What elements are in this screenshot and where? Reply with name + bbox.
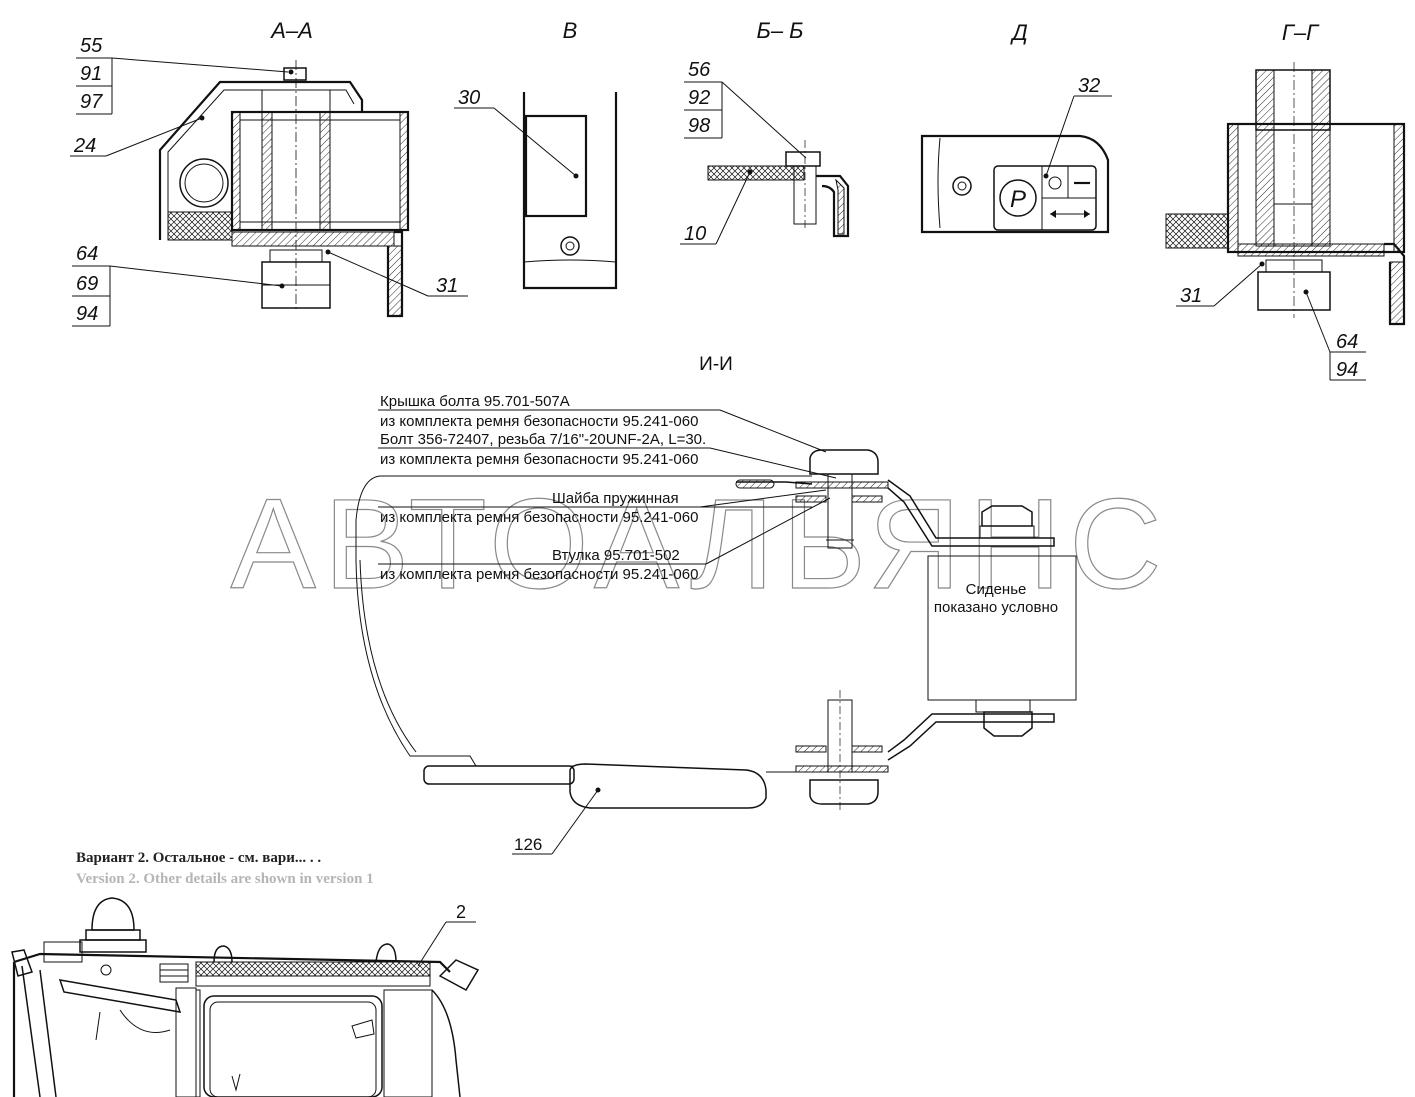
svg-text:Болт 356-72407, резьба 7/16"-: Болт 356-72407, резьба 7/16"-20UNF-2A, L… bbox=[380, 431, 706, 448]
section-i-i: И-И Крышка болта 95.701-507А из комплект… bbox=[355, 354, 1077, 855]
a-a-callout-55-91-97: 55 91 97 bbox=[76, 35, 289, 115]
svg-text:92: 92 bbox=[688, 87, 710, 109]
svg-text:69: 69 bbox=[76, 273, 98, 295]
view-d: Д P 32 bbox=[920, 20, 1112, 234]
g-g-callout-31: 31 bbox=[1176, 263, 1263, 307]
section-a-a: А–А bbox=[70, 18, 468, 327]
cab-callout-2: 2 bbox=[417, 902, 476, 967]
note-washer: Шайба пружинная из комплекта ремня безоп… bbox=[378, 489, 827, 526]
a-a-callout-24: 24 bbox=[70, 115, 205, 157]
svg-text:P: P bbox=[1010, 186, 1026, 213]
view-v-title: В bbox=[563, 18, 578, 43]
svg-text:из комплекта ремня безопасност: из комплекта ремня безопасности 95.241-0… bbox=[380, 566, 698, 583]
b-b-callout-10: 10 bbox=[680, 169, 753, 245]
svg-text:30: 30 bbox=[458, 87, 480, 109]
note-bolt: Болт 356-72407, резьба 7/16"-20UNF-2A, L… bbox=[378, 431, 837, 479]
note-bolt-cap: Крышка болта 95.701-507А из комплекта ре… bbox=[378, 393, 827, 453]
svg-text:показано условно: показано условно bbox=[934, 599, 1058, 616]
g-g-callout-64-94: 64 94 bbox=[1305, 291, 1366, 381]
svg-text:из комплекта ремня безопасност: из комплекта ремня безопасности 95.241-0… bbox=[380, 509, 698, 526]
svg-text:Втулка 95.701-502: Втулка 95.701-502 bbox=[552, 547, 680, 564]
i-i-callout-126: 126 bbox=[512, 789, 599, 855]
view-d-title: Д bbox=[1009, 20, 1028, 45]
watermark: АВТОАЛЬЯНС bbox=[230, 473, 1169, 616]
section-b-b: Б– Б 56 92 98 10 bbox=[680, 18, 850, 245]
svg-text:Шайба пружинная: Шайба пружинная bbox=[552, 490, 679, 507]
section-g-g: Г–Г 31 64 94 bbox=[1165, 20, 1406, 381]
svg-text:31: 31 bbox=[436, 275, 458, 297]
belt-tongue bbox=[423, 765, 575, 785]
svg-text:56: 56 bbox=[688, 59, 711, 81]
svg-text:Сиденье: Сиденье bbox=[966, 581, 1027, 598]
section-i-i-title: И-И bbox=[699, 354, 733, 375]
svg-text:94: 94 bbox=[76, 303, 98, 325]
svg-text:126: 126 bbox=[514, 835, 542, 854]
section-b-b-title: Б– Б bbox=[757, 18, 804, 43]
svg-text:98: 98 bbox=[688, 115, 710, 137]
a-a-callout-64-69-94: 64 69 94 bbox=[72, 243, 283, 327]
variant-en-note: Version 2. Other details are shown in ve… bbox=[76, 871, 374, 887]
view-v: В 30 bbox=[454, 18, 618, 290]
variant-notes: Вариант 2. Остальное - см. вари... . . V… bbox=[76, 850, 374, 887]
cab-drawing: 2 bbox=[11, 897, 480, 1097]
svg-text:91: 91 bbox=[80, 63, 102, 85]
svg-text:из комплекта ремня безопасност: из комплекта ремня безопасности 95.241-0… bbox=[380, 451, 698, 468]
svg-text:32: 32 bbox=[1078, 75, 1100, 97]
section-g-g-title: Г–Г bbox=[1282, 20, 1320, 45]
bolt-cap-upper bbox=[809, 449, 879, 475]
svg-text:64: 64 bbox=[1336, 331, 1358, 353]
svg-text:из комплекта ремня безопасност: из комплекта ремня безопасности 95.241-0… bbox=[380, 413, 698, 430]
svg-text:Крышка болта 95.701-507А: Крышка болта 95.701-507А bbox=[380, 393, 570, 410]
bolt-cap-lower bbox=[809, 779, 879, 805]
cushion-strip bbox=[167, 211, 233, 241]
section-a-a-title: А–А bbox=[269, 18, 313, 43]
v-callout-30: 30 bbox=[454, 87, 577, 177]
svg-text:55: 55 bbox=[80, 35, 103, 57]
svg-text:24: 24 bbox=[73, 135, 96, 157]
svg-text:97: 97 bbox=[80, 91, 103, 113]
note-sleeve: Втулка 95.701-502 из комплекта ремня без… bbox=[378, 497, 831, 583]
svg-text:2: 2 bbox=[456, 902, 466, 922]
beacon bbox=[91, 897, 135, 931]
a-a-callout-31: 31 bbox=[325, 249, 468, 297]
b-b-callout-56-92-98: 56 92 98 bbox=[684, 59, 807, 159]
svg-text:64: 64 bbox=[76, 243, 98, 265]
svg-text:10: 10 bbox=[684, 223, 706, 245]
buckle-126 bbox=[569, 763, 767, 809]
svg-text:31: 31 bbox=[1180, 285, 1202, 307]
d-callout-32: 32 bbox=[1045, 75, 1112, 177]
svg-text:94: 94 bbox=[1336, 359, 1358, 381]
variant-ru-note: Вариант 2. Остальное - см. вари... . . bbox=[76, 850, 321, 866]
tube-circle bbox=[179, 158, 229, 208]
